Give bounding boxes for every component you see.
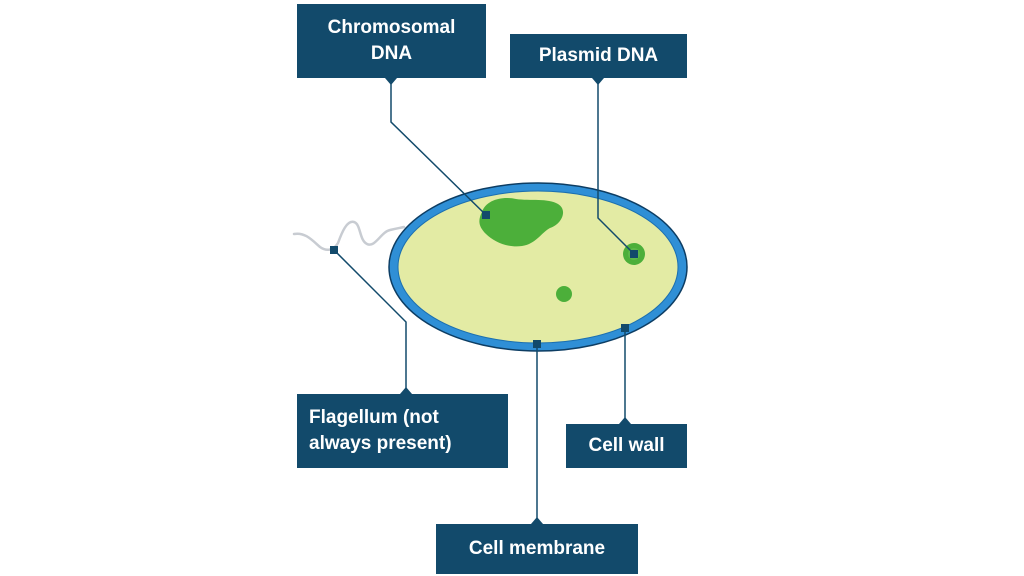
anchor-cell-membrane [533, 340, 541, 348]
label-plasmid-dna: Plasmid DNA [510, 34, 687, 78]
label-cell-wall: Cell wall [566, 424, 687, 468]
leader-flagellum [333, 249, 407, 394]
notch-flagellum [400, 387, 412, 394]
label-cell-membrane: Cell membrane [436, 524, 638, 574]
notch-plasmid-dna [592, 78, 604, 85]
anchor-cell-wall [621, 324, 629, 332]
label-chromosomal-dna-line-1: Chromosomal [327, 17, 456, 38]
anchor-plasmid-dna [630, 250, 638, 258]
notch-cell-membrane [531, 517, 543, 524]
anchor-chromosomal-dna [482, 211, 490, 219]
notch-chromosomal-dna [385, 78, 397, 85]
label-chromosomal-dna-line-2: DNA [370, 43, 413, 64]
chromosomal-dna-blob [479, 198, 564, 247]
label-cell-membrane-text: Cell membrane [468, 538, 606, 559]
label-chromosomal-dna: Chromosomal DNA [297, 4, 486, 78]
flagellum [292, 220, 406, 252]
cytoplasm-granule [556, 286, 572, 302]
label-flagellum-line-1: Flagellum (not [309, 407, 439, 428]
leader-chromosomal-dna [390, 78, 487, 216]
anchor-flagellum [330, 246, 338, 254]
notch-cell-wall [619, 417, 631, 424]
label-cell-wall-text: Cell wall [588, 435, 665, 456]
label-flagellum-line-2: always present) [309, 433, 452, 454]
label-plasmid-dna-text: Plasmid DNA [538, 45, 659, 66]
leader-plasmid-dna [597, 78, 635, 255]
label-flagellum: Flagellum (not always present) [297, 394, 508, 468]
